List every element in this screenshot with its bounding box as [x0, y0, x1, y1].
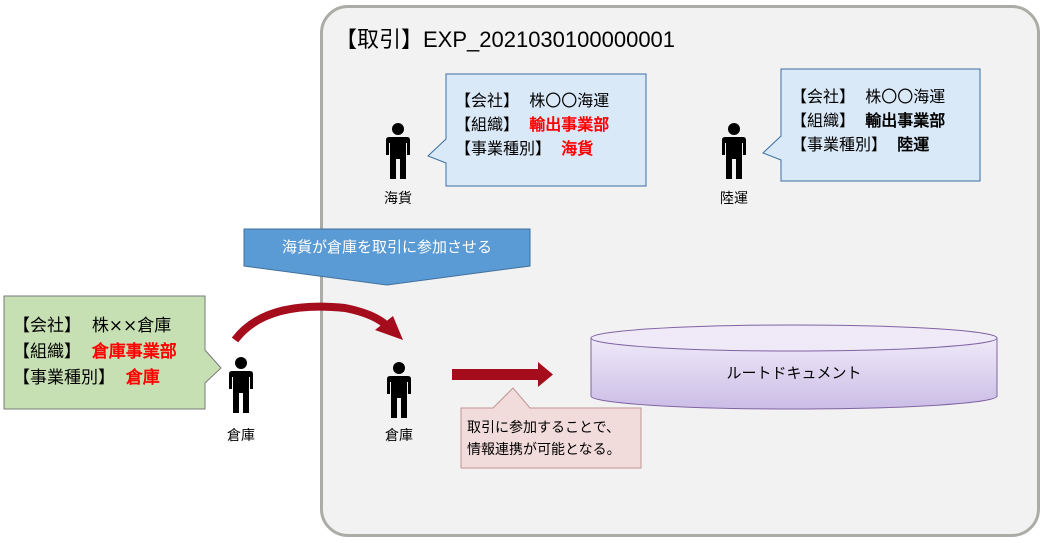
- callout-pointer-rikuun: [762, 68, 981, 182]
- banner-text: 海貨が倉庫を取引に参加させる: [281, 238, 492, 256]
- org-value: 輸出事業部: [865, 111, 946, 130]
- right-arrow: [452, 362, 553, 387]
- note-line-1: 取引に参加することで、: [467, 420, 621, 436]
- callout-rikuun: 【会社】 株〇〇海運 【組織】 輸出事業部 【事業種別】 陸運: [791, 85, 945, 157]
- callout-kaika: 【会社】 株〇〇海運 【組織】 輸出事業部 【事業種別】 海貨: [455, 89, 609, 161]
- actor-label-souko-inside: 倉庫: [385, 428, 413, 444]
- root-document-database: [590, 324, 998, 410]
- callout-pointer-kaika: [427, 73, 647, 187]
- person-icon: [722, 123, 746, 179]
- note-text: 取引に参加することで、 情報連携が可能となる。: [467, 417, 621, 461]
- person-icon: [229, 357, 253, 413]
- person-icon: [386, 123, 410, 179]
- type-value: 倉庫: [125, 368, 160, 388]
- org-key: 【組織】: [13, 342, 81, 362]
- callout-souko: 【会社】 株××倉庫 【組織】 倉庫事業部 【事業種別】 倉庫: [13, 313, 177, 391]
- type-value: 陸運: [897, 135, 930, 154]
- curved-arrow: [231, 302, 403, 343]
- company-key: 【会社】: [791, 87, 856, 106]
- company-key: 【会社】: [455, 91, 520, 110]
- person-icon: [387, 362, 411, 418]
- type-key: 【事業種別】: [455, 139, 552, 158]
- org-value: 倉庫事業部: [91, 342, 177, 362]
- database-label: ルートドキュメント: [726, 364, 862, 382]
- transaction-title: 【取引】EXP_2021030100000001: [335, 27, 676, 52]
- callout-pointer-souko: [3, 295, 222, 410]
- actor-label-souko-outside: 倉庫: [227, 428, 255, 444]
- org-key: 【組織】: [455, 115, 520, 134]
- banner-arrow: [243, 228, 531, 286]
- type-key: 【事業種別】: [791, 135, 888, 154]
- note-callout: [460, 387, 642, 469]
- company-value: 株××倉庫: [91, 316, 172, 336]
- type-key: 【事業種別】: [13, 368, 115, 388]
- company-key: 【会社】: [13, 316, 81, 336]
- org-value: 輸出事業部: [529, 115, 610, 134]
- company-value: 株〇〇海運: [865, 87, 946, 106]
- actor-label-rikuun: 陸運: [720, 191, 748, 207]
- org-key: 【組織】: [791, 111, 856, 130]
- actor-label-kaika: 海貨: [384, 191, 412, 207]
- type-value: 海貨: [561, 139, 594, 158]
- note-line-2: 情報連携が可能となる。: [467, 442, 621, 458]
- company-value: 株〇〇海運: [529, 91, 610, 110]
